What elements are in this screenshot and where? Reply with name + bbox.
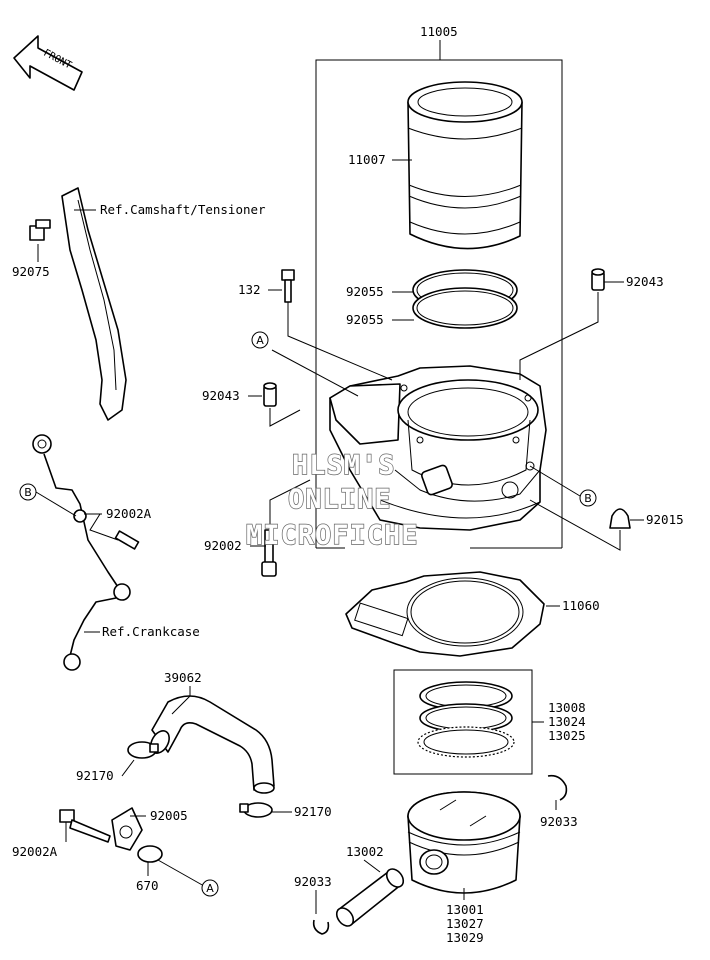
piston-pin <box>335 868 405 927</box>
oil-pipe <box>32 434 140 671</box>
circlip-right <box>547 774 568 801</box>
o-ring-670 <box>137 845 163 863</box>
part-label-13027: 13027 <box>446 916 484 931</box>
piston-ring-box <box>393 669 533 775</box>
chain-guide <box>29 187 127 421</box>
callout-letter-A-lower: A <box>206 882 214 895</box>
part-label-11007: 11007 <box>348 152 386 167</box>
part-label-39062: 39062 <box>164 670 202 685</box>
part-label-92170-left: 92170 <box>76 768 114 783</box>
stud-bolt <box>261 529 277 577</box>
front-arrow-icon: FRONT <box>13 35 83 91</box>
fitting <box>111 807 143 851</box>
callout-A-lower: A <box>201 879 219 897</box>
ref-label-crankcase: Ref.Crankcase <box>102 624 200 639</box>
part-label-670: 670 <box>136 878 159 893</box>
dowel-pin-left <box>263 382 277 407</box>
callout-A-upper: A <box>251 331 269 349</box>
part-label-92170-right: 92170 <box>294 804 332 819</box>
part-label-92033-left: 92033 <box>294 874 332 889</box>
cylinder-liner <box>407 81 523 250</box>
watermark-line-2: ONLINE <box>288 484 392 515</box>
piston <box>407 791 521 894</box>
part-label-13001: 13001 <box>446 902 484 917</box>
part-label-92055-lower: 92055 <box>346 312 384 327</box>
part-label-92043-left: 92043 <box>202 388 240 403</box>
part-label-13025: 13025 <box>548 728 586 743</box>
part-label-92002A-lower: 92002A <box>12 844 58 859</box>
hose-clamp-right <box>239 802 273 818</box>
callout-letter-B-right: B <box>584 492 592 505</box>
part-label-11005: 11005 <box>420 24 458 39</box>
part-label-92043-right: 92043 <box>626 274 664 289</box>
part-label-92015: 92015 <box>646 512 684 527</box>
bolt-132 <box>281 269 295 303</box>
o-rings <box>412 269 518 329</box>
part-label-13029: 13029 <box>446 930 484 945</box>
part-label-11060: 11060 <box>562 598 600 613</box>
callout-letter-A-upper: A <box>256 334 264 347</box>
part-label-92055-upper: 92055 <box>346 284 384 299</box>
leader-lines <box>35 159 644 914</box>
part-label-92002: 92002 <box>204 538 242 553</box>
part-labels: 11005 11007 92055 92055 132 92043 92043 … <box>12 24 684 945</box>
part-label-92075: 92075 <box>12 264 50 279</box>
callout-letter-B-left: B <box>24 486 32 499</box>
watermark-line-1: HLSM'S <box>292 450 396 481</box>
watermark: HLSM'S ONLINE MICROFICHE <box>245 449 419 551</box>
assembly-bracket <box>315 40 563 549</box>
dowel-pin-right <box>591 268 605 291</box>
part-label-13002: 13002 <box>346 844 384 859</box>
part-label-92033-right: 92033 <box>540 814 578 829</box>
hose-clamp-left <box>127 741 159 759</box>
part-label-92005: 92005 <box>150 808 188 823</box>
part-label-13008: 13008 <box>548 700 586 715</box>
hose <box>150 695 275 794</box>
callout-B-left: B <box>19 483 37 501</box>
watermark-line-3: MICROFICHE <box>246 520 419 551</box>
callout-B-right: B <box>579 489 597 507</box>
part-label-92002A-upper: 92002A <box>106 506 152 521</box>
ref-label-camshaft: Ref.Camshaft/Tensioner <box>100 202 266 217</box>
head-gasket <box>345 571 545 657</box>
bolt-lower <box>59 809 111 843</box>
cap-nut <box>609 508 631 529</box>
circlip-left <box>312 919 330 935</box>
cylinder-block <box>329 365 547 531</box>
part-label-132: 132 <box>238 282 261 297</box>
part-label-13024: 13024 <box>548 714 586 729</box>
